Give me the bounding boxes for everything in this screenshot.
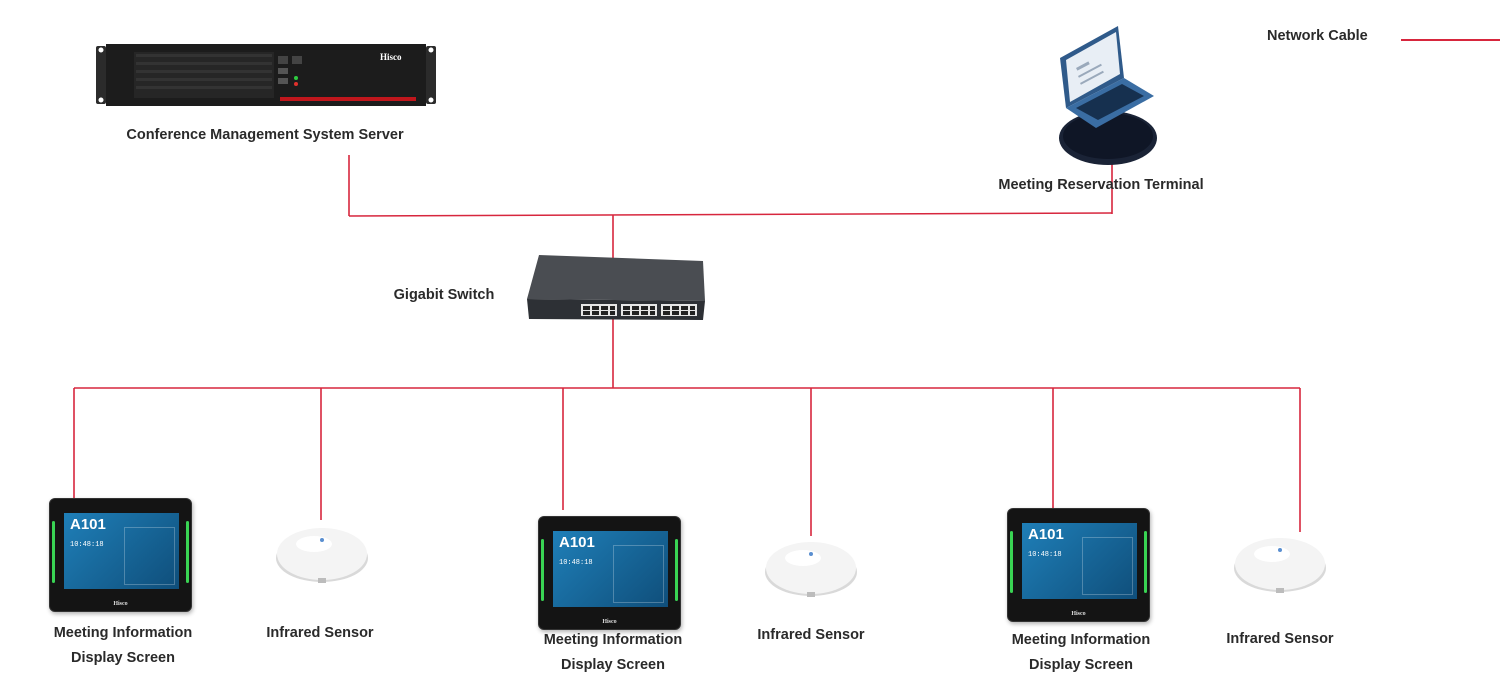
screen-room-number: A101 xyxy=(1028,526,1064,543)
rack-server-icon: Hisco xyxy=(96,44,436,106)
screen-clock: 10:48:18 xyxy=(559,559,593,567)
server-label: Conference Management System Server xyxy=(126,127,404,143)
screen-label: Meeting Information Display Screen xyxy=(1011,632,1151,673)
screen-label: Meeting Information Display Screen xyxy=(53,625,193,666)
legend-cable-swatch xyxy=(1401,39,1500,41)
screen-clock: 10:48:18 xyxy=(1028,551,1062,559)
sensor-label: Infrared Sensor xyxy=(266,625,374,641)
infrared-sensor-icon xyxy=(763,538,859,600)
sensor-label: Infrared Sensor xyxy=(757,627,865,643)
laptop-icon xyxy=(1056,24,1160,168)
display-screen-icon: A101 10:48:18 Hisco xyxy=(49,498,192,612)
switch-label: Gigabit Switch xyxy=(393,287,495,303)
screen-room-number: A101 xyxy=(70,516,106,533)
display-screen-icon: A101 10:48:18 Hisco xyxy=(1007,508,1150,622)
infrared-sensor-icon xyxy=(1232,534,1328,596)
screen-room-number: A101 xyxy=(559,534,595,551)
server-brand: Hisco xyxy=(380,52,402,62)
screen-label: Meeting Information Display Screen xyxy=(543,632,683,673)
network-switch-icon xyxy=(527,253,705,321)
screen-brand: Hisco xyxy=(1071,611,1086,617)
screen-brand: Hisco xyxy=(113,601,128,607)
terminal-label: Meeting Reservation Terminal xyxy=(998,177,1204,193)
infrared-sensor-icon xyxy=(274,524,370,586)
legend-label: Network Cable xyxy=(1267,28,1368,44)
sensor-label: Infrared Sensor xyxy=(1226,631,1334,647)
display-screen-icon: A101 10:48:18 Hisco xyxy=(538,516,681,630)
screen-brand: Hisco xyxy=(602,619,617,625)
screen-clock: 10:48:18 xyxy=(70,541,104,549)
